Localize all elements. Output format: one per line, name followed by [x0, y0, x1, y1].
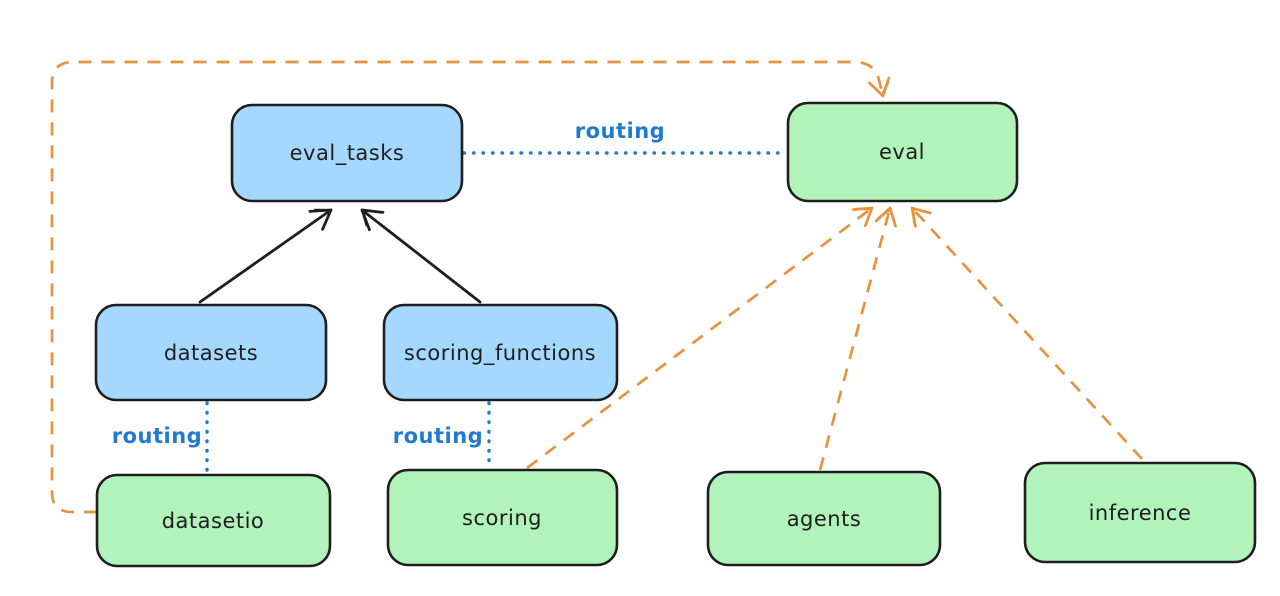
edge-label-routing-datasetio: routing: [112, 424, 202, 448]
node-eval-label: eval: [879, 140, 925, 164]
node-eval: eval: [786, 101, 1019, 203]
node-scoring-label: scoring: [462, 506, 542, 530]
node-datasetio-box: [95, 473, 332, 568]
node-datasetio: datasetio: [95, 473, 332, 568]
node-scoring: scoring: [386, 468, 619, 567]
node-eval-tasks-box: [230, 103, 464, 203]
node-eval-tasks-label: eval_tasks: [290, 141, 405, 166]
edge-inference-eval-dashed-arrow: [910, 206, 1143, 460]
node-agents: agents: [706, 470, 942, 567]
node-eval-tasks: eval_tasks: [230, 103, 464, 203]
node-scoring-box: [386, 468, 619, 567]
node-inference-label: inference: [1089, 501, 1192, 525]
node-agents-box: [706, 470, 942, 567]
edge-datasetio-eval-dashed-arrow: [50, 60, 891, 514]
node-datasetio-label: datasetio: [162, 509, 265, 533]
node-datasets: datasets: [94, 303, 328, 402]
node-scoring-functions-label: scoring_functions: [404, 341, 596, 366]
edge-scoring-eval-dashed-arrow: [526, 206, 874, 470]
edge-scoring-functions-eval-tasks-arrow: [360, 208, 482, 304]
node-datasets-label: datasets: [164, 341, 258, 365]
node-inference: inference: [1023, 461, 1257, 564]
node-agents-label: agents: [787, 507, 862, 531]
edge-label-routing-scoring: routing: [393, 424, 483, 448]
node-scoring-functions-box: [382, 303, 619, 402]
node-scoring-functions: scoring_functions: [382, 303, 619, 402]
node-eval-box: [786, 101, 1019, 203]
edge-agents-eval-dashed-arrow: [818, 206, 897, 471]
edge-label-routing-top: routing: [575, 119, 665, 143]
edge-datasets-eval-tasks-arrow: [198, 208, 333, 304]
node-inference-box: [1023, 461, 1257, 564]
node-datasets-box: [94, 303, 328, 402]
